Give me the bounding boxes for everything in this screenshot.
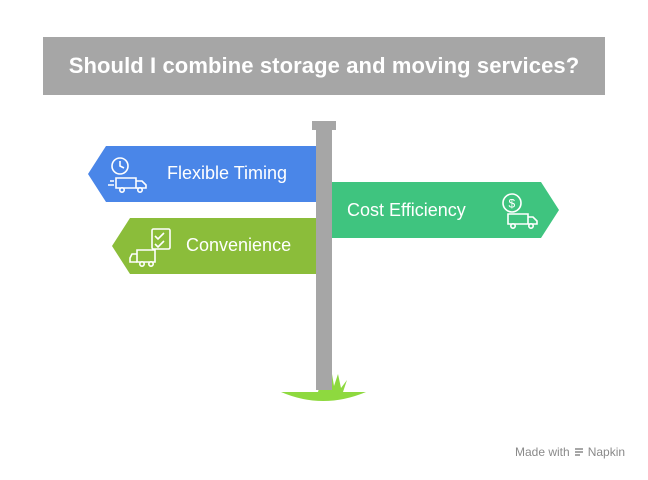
sign-label-cost-efficiency: Cost Efficiency bbox=[347, 200, 466, 220]
made-with-text: Made with bbox=[515, 445, 570, 459]
title-banner: Should I combine storage and moving serv… bbox=[43, 37, 605, 95]
napkin-logo-icon bbox=[574, 448, 583, 456]
napkin-watermark: Made with Napkin bbox=[515, 445, 625, 459]
sign-convenience bbox=[112, 218, 316, 274]
sign-cost-efficiency bbox=[332, 182, 559, 238]
svg-text:$: $ bbox=[509, 197, 516, 211]
sign-label-convenience: Convenience bbox=[186, 235, 292, 255]
clock-truck-icon bbox=[108, 157, 147, 194]
pole-cap bbox=[312, 121, 336, 130]
pole bbox=[316, 128, 332, 390]
dollar-truck-icon: $ bbox=[502, 193, 538, 230]
page-title: Should I combine storage and moving serv… bbox=[68, 53, 580, 78]
grass-mound bbox=[281, 392, 366, 401]
grass-tuft bbox=[318, 368, 347, 392]
checklist-truck-icon bbox=[129, 228, 171, 267]
sign-label-flexible-timing: Flexible Timing bbox=[167, 163, 288, 183]
napkin-brand-text: Napkin bbox=[587, 445, 626, 459]
